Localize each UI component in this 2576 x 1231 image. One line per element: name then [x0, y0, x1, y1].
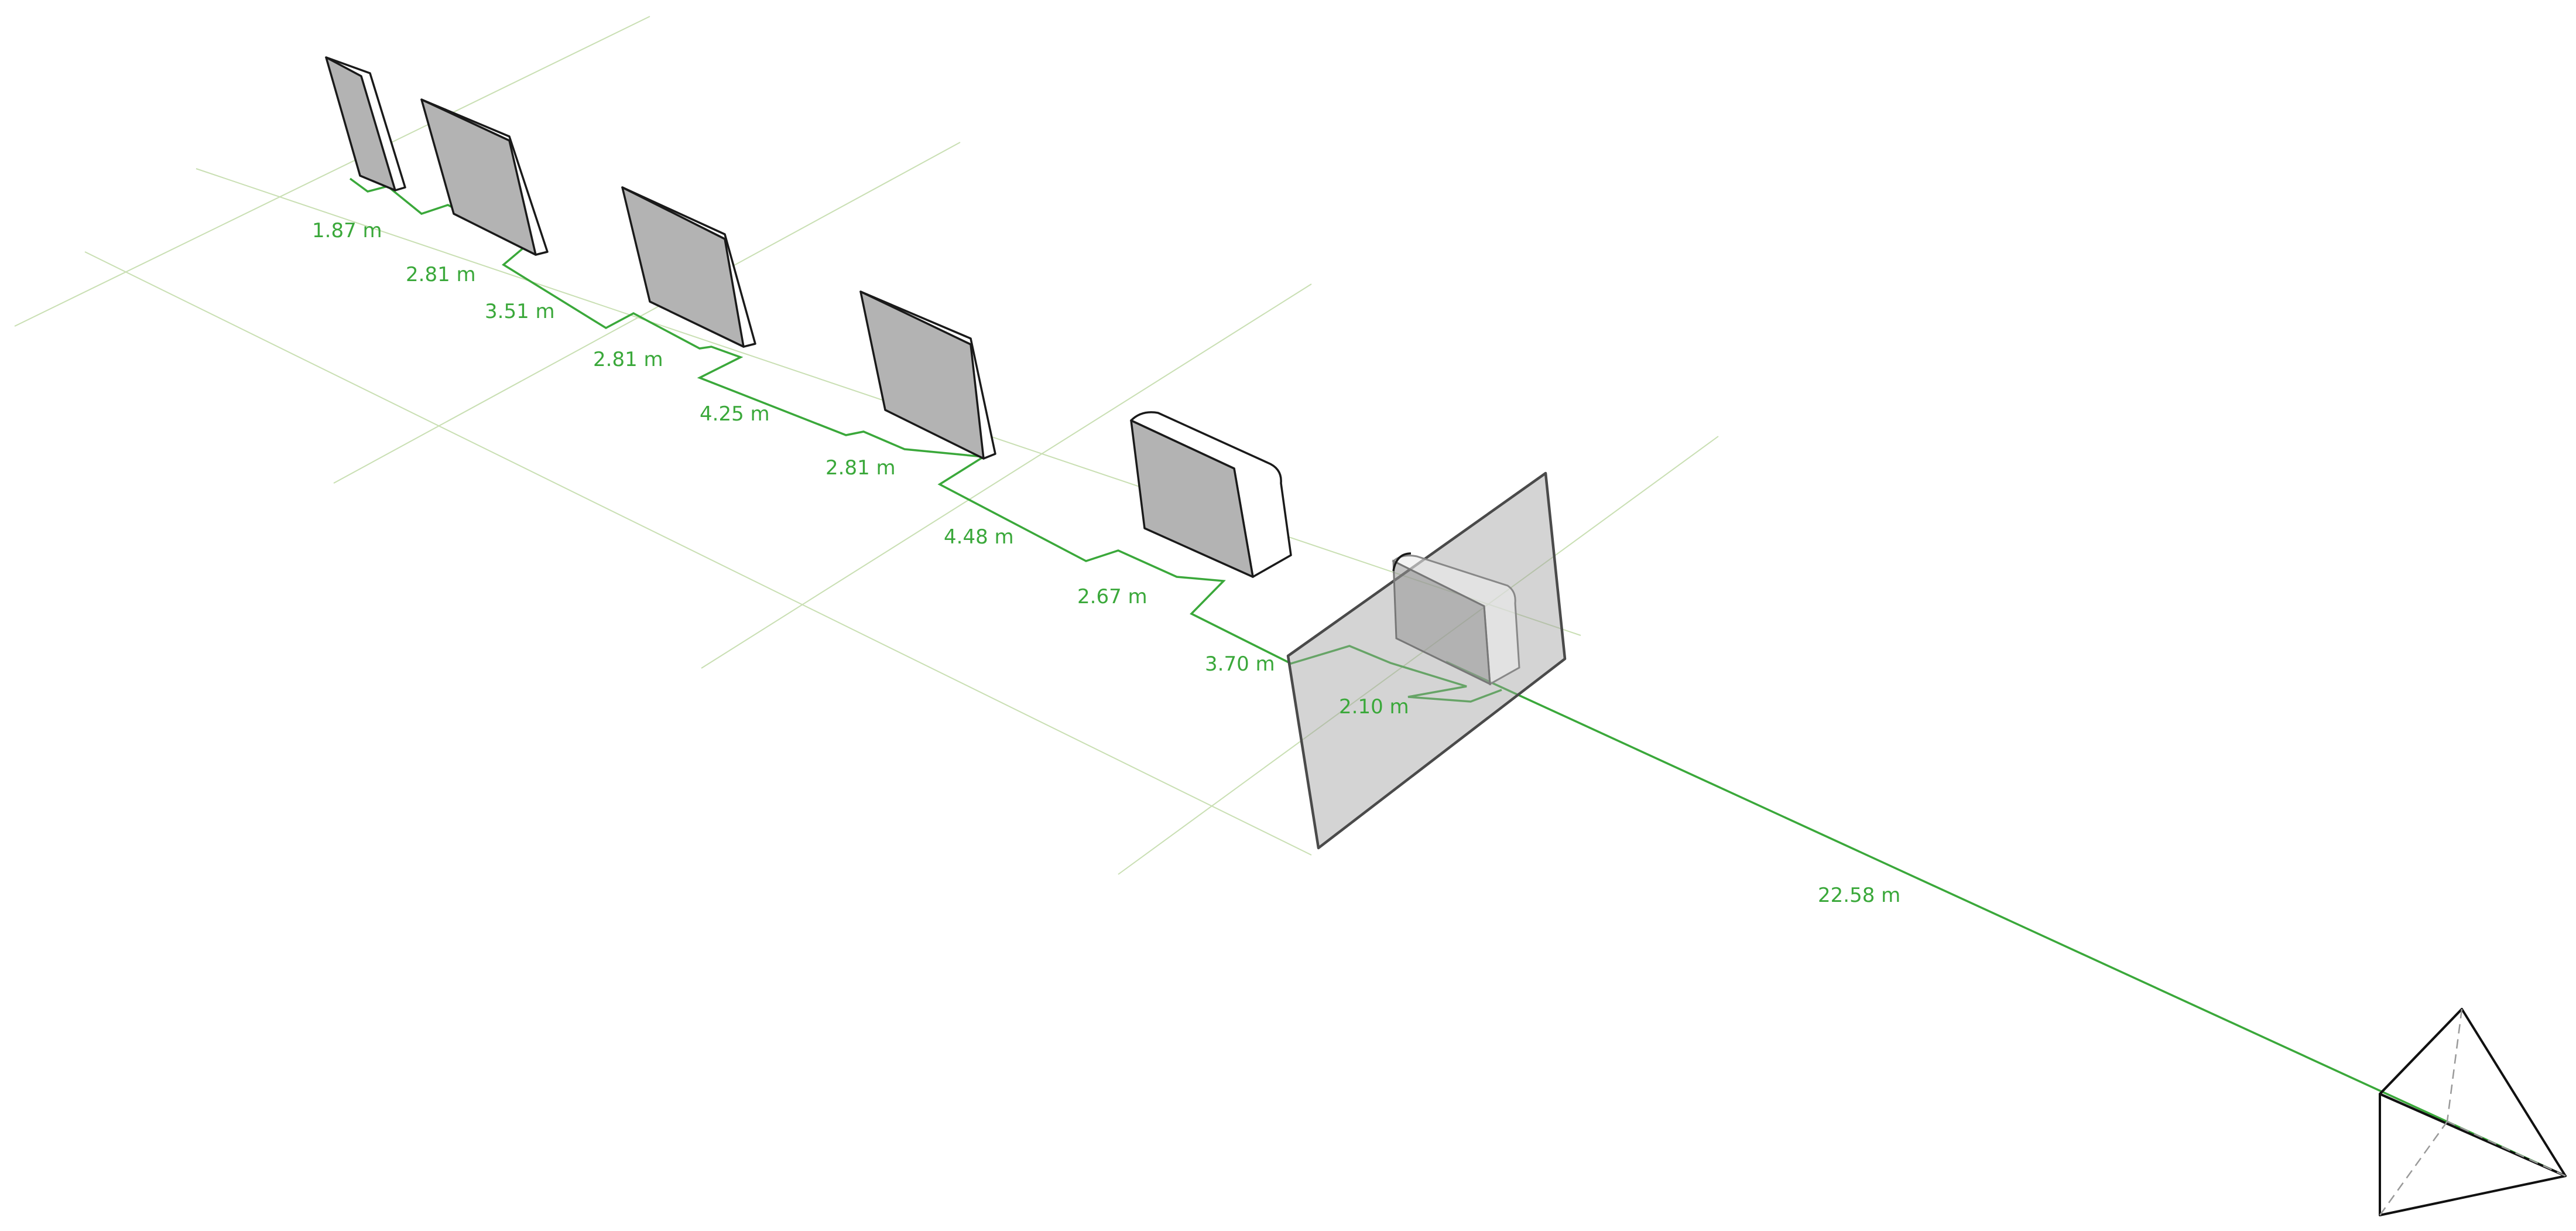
- dim-label-8: 2.67 m: [1077, 585, 1147, 608]
- dim-label-3: 3.51 m: [485, 300, 555, 323]
- panel-3: [621, 186, 756, 348]
- panel-2: [420, 98, 549, 256]
- dimension-labels: 1.87 m 2.81 m 3.51 m 2.81 m 4.25 m 2.81 …: [312, 219, 1900, 907]
- guide-lines: [14, 16, 1719, 875]
- dim-label-9: 3.70 m: [1205, 652, 1275, 676]
- dim-label-10: 2.10 m: [1339, 695, 1409, 719]
- dim-label-7: 4.48 m: [944, 525, 1014, 549]
- dimension-path: [349, 177, 1502, 703]
- panel-5: [1130, 411, 1292, 578]
- picture-plane: [1286, 471, 1567, 850]
- dim-label-6: 2.81 m: [825, 456, 896, 480]
- panel-6: [1392, 552, 1520, 686]
- dim-label-5: 4.25 m: [700, 402, 770, 426]
- measure-ray: [1445, 661, 2566, 1177]
- dim-label-2: 2.81 m: [406, 263, 476, 286]
- panel-1: [325, 56, 406, 192]
- panel-4: [859, 290, 996, 460]
- dim-label-4: 2.81 m: [593, 348, 663, 371]
- camera-frustum-icon: [2379, 1008, 2567, 1216]
- dim-label-1: 1.87 m: [312, 219, 382, 242]
- dim-label-11: 22.58 m: [1818, 884, 1900, 907]
